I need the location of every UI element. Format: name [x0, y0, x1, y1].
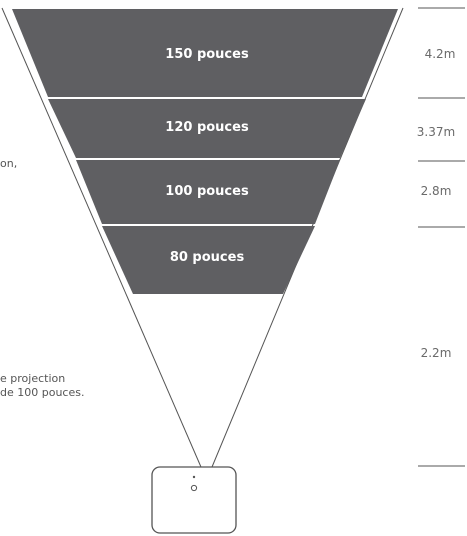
screen-label-120: 120 pouces: [165, 120, 249, 135]
screen-label-80: 80 pouces: [170, 250, 245, 265]
screen-label-150: 150 pouces: [165, 47, 249, 62]
projector-body: [151, 466, 237, 534]
projector-indicator-dot: [192, 475, 196, 479]
projector-lens: [190, 484, 198, 492]
screen-band-100: [76, 160, 340, 224]
distance-label-120: 3.37m: [417, 125, 455, 139]
screen-band-80: [102, 226, 315, 294]
screen-band-150: [12, 9, 398, 97]
screen-label-100: 100 pouces: [165, 184, 249, 199]
side-text-fragment-1: on,: [0, 157, 17, 170]
side-text-fragment-2-line-2: de 100 pouces.: [0, 386, 84, 399]
projector-icon: [151, 466, 237, 534]
screen-band-120: [48, 99, 366, 158]
distance-label-100: 2.8m: [421, 184, 452, 198]
beam-left-line: [1, 7, 202, 468]
distance-label-80: 2.2m: [421, 346, 452, 360]
distance-label-150: 4.2m: [425, 47, 456, 61]
side-text-fragment-2-line-1: e projection: [0, 372, 65, 385]
